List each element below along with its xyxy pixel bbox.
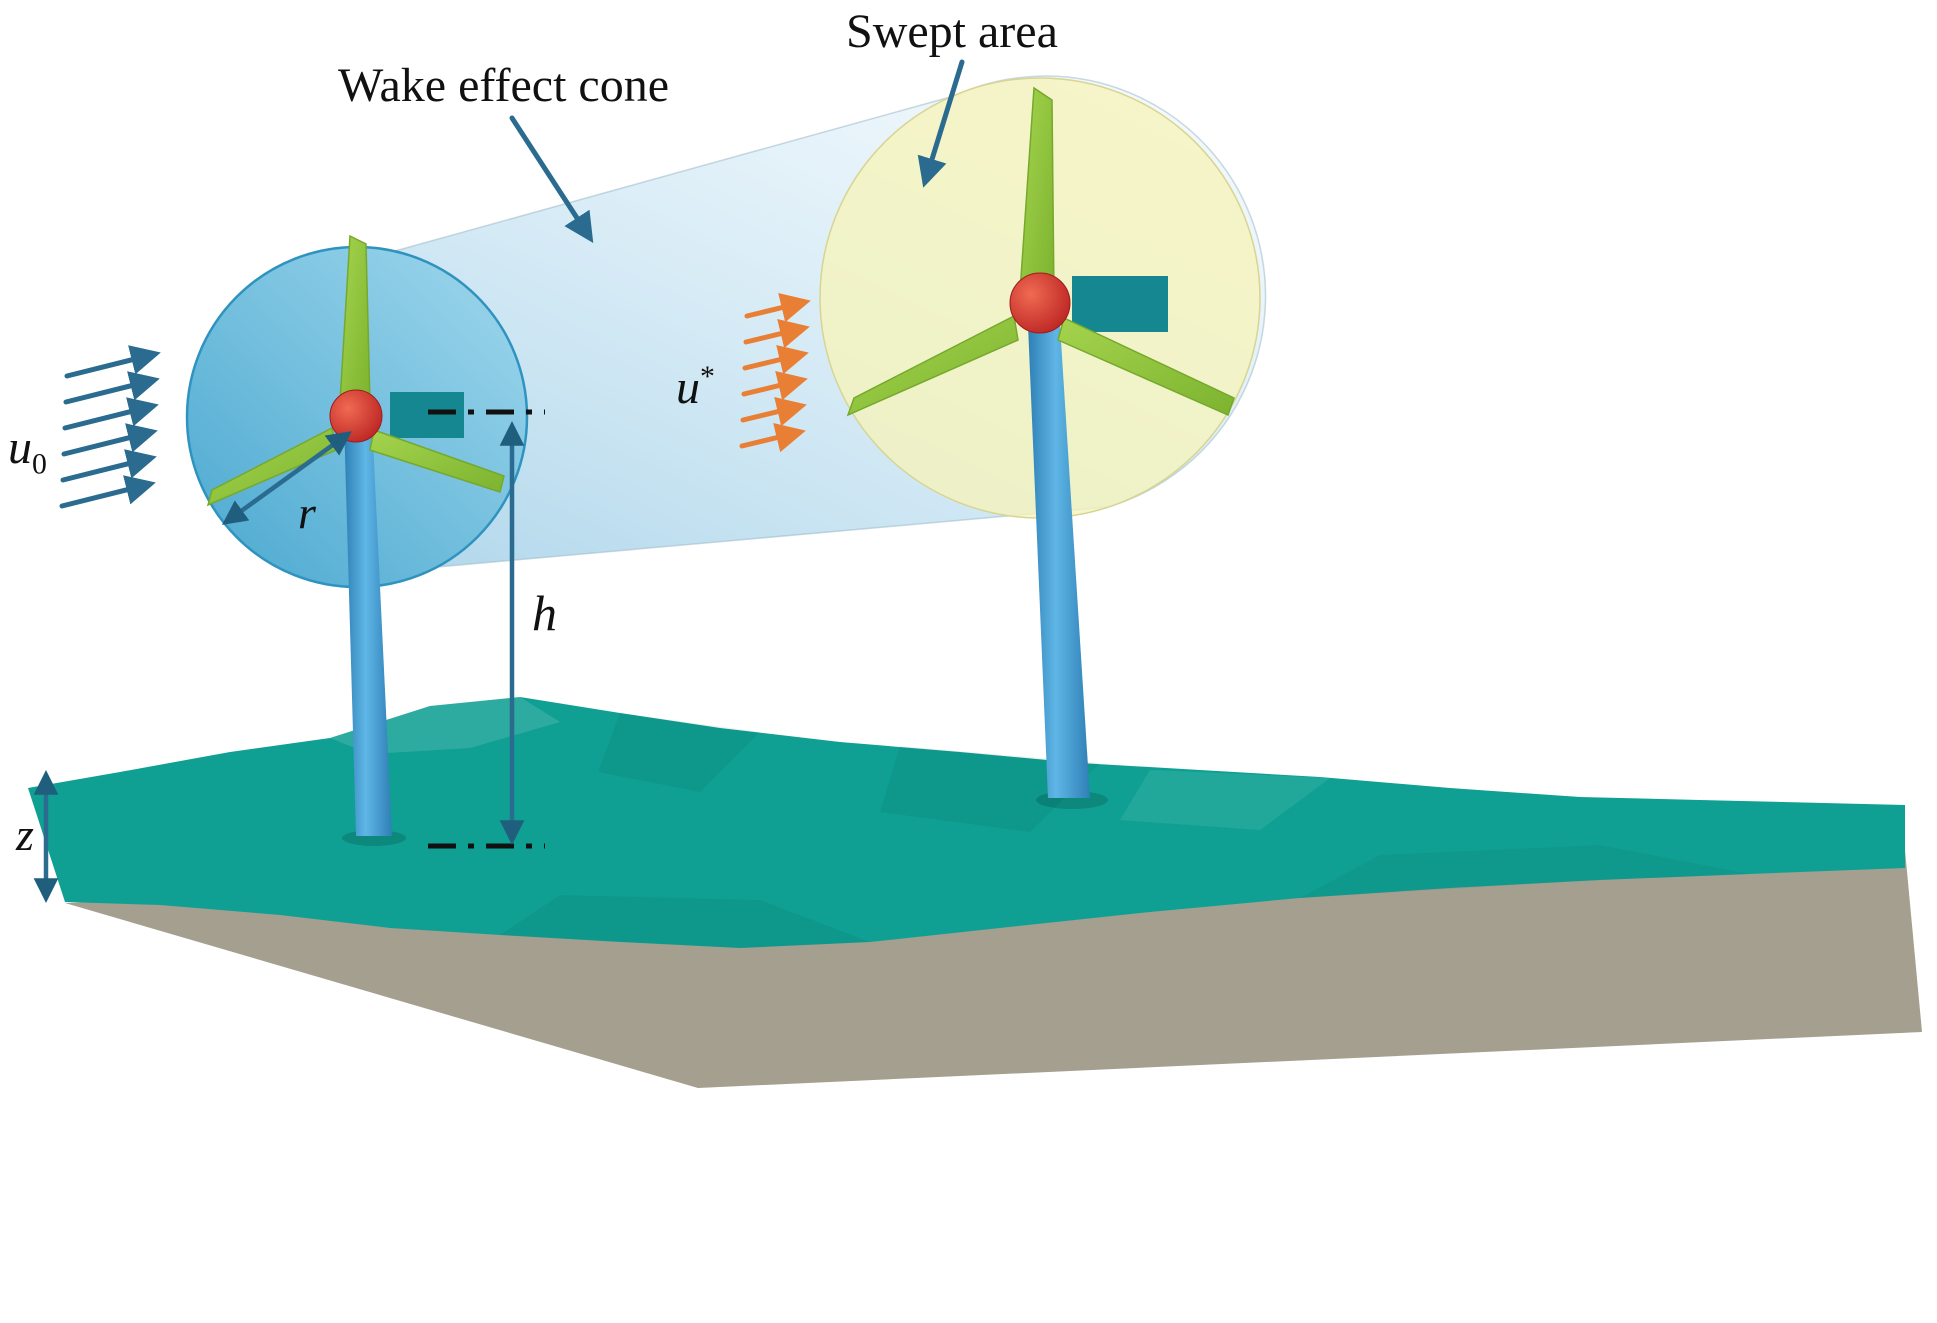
ustar-flow-arrow <box>743 319 810 349</box>
ustar-label-superscript: * <box>700 360 715 393</box>
left-turbine-nacelle <box>390 392 464 438</box>
swept-area-label-text: Swept area <box>846 5 1058 58</box>
u0-flow-arrows <box>59 345 161 509</box>
radius-dimension-arrow <box>221 431 353 525</box>
u0-flow-arrow <box>61 423 158 457</box>
ustar-label-base: u <box>676 361 700 414</box>
u0-label: u0 <box>8 424 47 479</box>
hub-height-label-text: h <box>532 585 557 641</box>
u0-flow-arrow <box>59 475 156 509</box>
ustar-flow-arrows <box>739 293 811 453</box>
terrain-facet <box>880 746 1100 832</box>
terrain-facet <box>500 895 870 948</box>
terrain-facet <box>598 713 760 792</box>
left-turbine-hub <box>329 389 383 443</box>
terrain-facet <box>1300 845 1750 898</box>
ustar-flow-arrow <box>740 397 807 427</box>
ustar-flow-arrow <box>742 345 809 375</box>
u0-label-base: u <box>8 421 32 474</box>
right-turbine <box>846 86 1235 809</box>
surface-height-label-text: z <box>16 809 34 860</box>
right-turbine-tower <box>1028 325 1090 798</box>
right-turbine-nacelle <box>1072 276 1168 332</box>
right-turbine-blade-right <box>1057 316 1235 417</box>
swept-area-label: Swept area <box>846 8 1058 56</box>
swept-area-pointer-arrow <box>917 59 965 188</box>
ustar-flow-arrow <box>741 371 808 401</box>
terrain-facet <box>1120 770 1330 830</box>
ustar-flow-arrow <box>744 293 811 323</box>
right-turbine-blade-left <box>846 314 1019 417</box>
terrain-surface <box>28 697 1905 948</box>
u0-flow-arrow <box>63 371 160 405</box>
wake-cone-label-text: Wake effect cone <box>338 59 670 112</box>
u0-flow-arrow <box>62 397 159 431</box>
wake-cone-label: Wake effect cone <box>338 62 669 110</box>
u0-flow-arrow <box>64 345 161 379</box>
u0-flow-arrow <box>60 449 157 483</box>
hub-height-label: h <box>532 588 557 638</box>
left-turbine-tower <box>344 420 392 836</box>
right-turbine-hub <box>1009 272 1071 334</box>
radius-label-text: r <box>298 487 316 538</box>
ustar-label: u* <box>676 362 715 412</box>
wake-cone-pointer-arrow <box>509 115 594 244</box>
ustar-flow-arrow <box>739 423 806 453</box>
surface-height-label: z <box>16 812 34 858</box>
radius-label: r <box>298 490 316 536</box>
u0-label-subscript: 0 <box>32 447 47 481</box>
